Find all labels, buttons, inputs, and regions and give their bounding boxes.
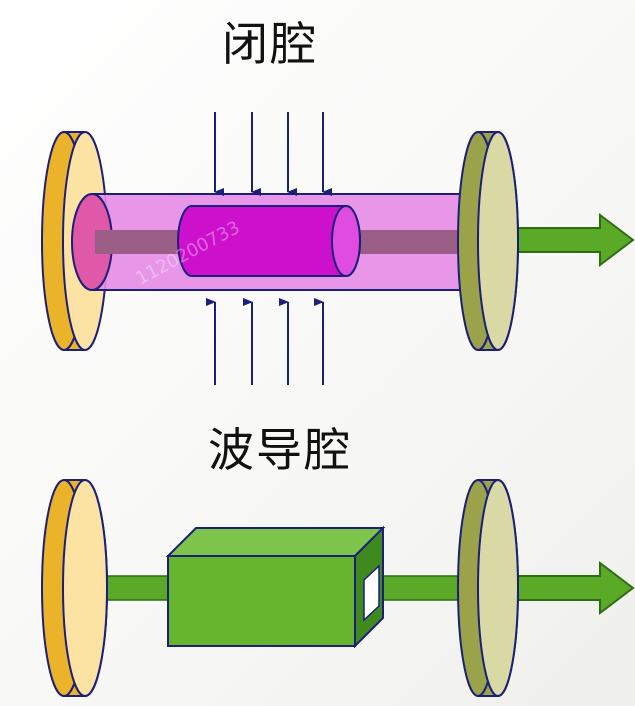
closed-cavity [41,112,635,385]
closed-cavity-title: 闭腔 [222,17,318,71]
right-mirror-top [457,131,519,351]
waveguide-cavity [41,479,635,697]
waveguide-cavity-title: 波导腔 [208,423,352,477]
right-mirror-bottom [457,479,519,697]
output-beam-arrow-bottom [504,560,635,616]
waveguide-aperture [363,564,380,622]
output-beam-arrow-top [504,212,635,268]
gain-rod [177,205,361,277]
left-mirror-bottom [41,479,108,697]
pump-arrows-bottom [206,298,324,385]
waveguide-beam-right [381,575,463,601]
pump-arrows-top [214,112,332,196]
waveguide-block [165,525,386,649]
